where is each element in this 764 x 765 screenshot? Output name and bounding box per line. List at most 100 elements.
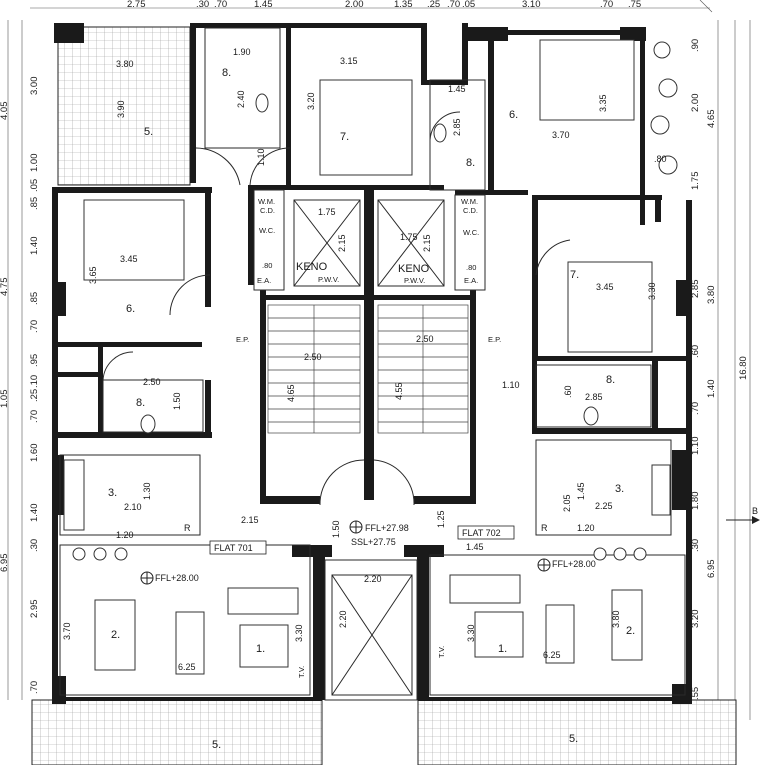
room-8-left-number: 8.: [136, 397, 145, 409]
wc-left: W.C.: [259, 226, 275, 235]
room-6-tr-height: 3.35: [598, 94, 608, 112]
room-2-left-number: 2.: [111, 629, 120, 641]
right-dim-3: 4.65: [706, 110, 717, 129]
room-8-left-width: 2.50: [143, 377, 161, 387]
room-1-right-number: 1.: [498, 643, 507, 655]
room-7-right-width: 3.45: [596, 282, 614, 292]
room-1-left-number: 1.: [256, 643, 265, 655]
partitions: [59, 27, 686, 701]
dimension-lines: [7, 0, 751, 720]
left-dim-4: .85: [29, 197, 40, 210]
lift-width: 2.20: [364, 574, 382, 584]
right-dim-15: 3.20: [690, 610, 701, 629]
left-dim-14: .70: [29, 410, 40, 423]
right-dim-11: 1.10: [690, 437, 701, 456]
room-8-tl-number: 8.: [222, 67, 231, 79]
top-dim-12: .75: [628, 0, 641, 10]
room-3-left-width: 2.10: [124, 502, 142, 512]
room-7-top-height: 3.20: [306, 92, 316, 110]
top-dim-3: .70: [214, 0, 227, 10]
bed-top-right-icon: [539, 39, 635, 121]
armchair-left-icon: [175, 611, 205, 675]
bed-right-icon: [567, 261, 653, 353]
d80-right: .80: [466, 263, 476, 272]
left-dim-19: 2.95: [29, 600, 40, 619]
left-dim-10: .95: [29, 354, 40, 367]
room-3-left-extra: 1.20: [116, 530, 134, 540]
left-dim-8: .85: [29, 292, 40, 305]
toilet-icon: [433, 123, 447, 143]
shaft-left-sub: P.W.V.: [318, 275, 339, 284]
balcony-bottom-right: [417, 699, 737, 765]
room-3-left-height: 1.30: [142, 482, 152, 500]
room-1-right-height: 3.30: [466, 624, 476, 642]
shaft-left-height: 2.15: [337, 234, 347, 252]
dining-table-left-icon: [94, 599, 136, 671]
room-3-right-height: 1.45: [576, 482, 586, 500]
shaft-right-label: KENO: [398, 263, 430, 275]
stair-right-height: 4.55: [394, 382, 404, 400]
stool-icon: [93, 547, 107, 561]
right-dim-10: .70: [690, 402, 701, 415]
right-dim-6: 3.80: [706, 286, 717, 305]
right-dim-13: .30: [690, 539, 701, 552]
room-1-right-area: 6.25: [543, 650, 561, 660]
top-dim-1: 2.75: [127, 0, 146, 10]
room-3-right-a: 2.05: [562, 494, 572, 512]
room-5-top-height: 3.90: [116, 100, 126, 118]
stair-right-width: 2.50: [416, 334, 434, 344]
right-dimensions: .90 2.00 4.65 1.75 2.85 3.80 16.80 .60 1…: [690, 39, 749, 700]
lobby-width: 2.15: [241, 515, 259, 525]
flat-702-label: FLAT 702: [462, 528, 501, 538]
right-dim-14: 6.95: [706, 560, 717, 579]
left-dim-17: .30: [29, 539, 40, 552]
top-dim-5: 2.00: [345, 0, 364, 10]
room-labels: 5. 3.80 3.90 1.90 2.40 8. 3.15 3.20 7. 1…: [62, 47, 667, 751]
room-8-tl-door-dim: 1.10: [256, 148, 266, 166]
cd-left: C.D.: [260, 206, 275, 215]
shaft-left-label: KENO: [296, 261, 328, 273]
bed-left-icon: [83, 199, 185, 281]
flat-701-label: FLAT 701: [214, 543, 253, 553]
right-dim-4: 1.75: [690, 172, 701, 191]
room-1-left-height: 3.30: [294, 624, 304, 642]
coffee-table-right-icon: [474, 611, 524, 658]
balcony-bottom-left: [31, 699, 323, 765]
top-dim-10: 3.10: [522, 0, 541, 10]
left-dim-3: 1.00: [29, 154, 40, 173]
wm-left: W.M.: [258, 197, 275, 206]
core-labels: 1.75 2.15 KENO P.W.V. 1.75 2.15 KENO P.W…: [236, 197, 520, 628]
shaft-left-width: 1.75: [318, 207, 336, 217]
room-6-left-height: 3.65: [88, 266, 98, 284]
room-1-left-area: 6.25: [178, 662, 196, 672]
right-80-dim: .80: [654, 154, 667, 164]
left-dim-7: 4.75: [0, 278, 10, 297]
lift-height: 2.20: [338, 610, 348, 628]
lobby-height: 1.50: [331, 520, 341, 538]
room-3-right-number: 3.: [615, 483, 624, 495]
level-markers: [140, 516, 760, 585]
left-dim-5: .05: [29, 179, 40, 192]
stool-icon: [613, 547, 627, 561]
left-dim-6: 1.40: [29, 237, 40, 256]
dining-table-right-icon: [611, 589, 643, 661]
d80-left: .80: [262, 261, 272, 270]
room-7-top-width: 3.15: [340, 56, 358, 66]
room-8-tl-height: 2.40: [236, 90, 246, 108]
top-dim-8: .70: [447, 0, 460, 10]
section-arrow-icon: [752, 516, 760, 524]
room-6-tr-number: 6.: [509, 109, 518, 121]
shaft-right-width: 1.75: [400, 232, 418, 242]
stool-icon: [114, 547, 128, 561]
room-6-left-number: 6.: [126, 303, 135, 315]
top-dim-7: .25: [427, 0, 440, 10]
room-2-right-number: 2.: [626, 625, 635, 637]
room-8-left-height: 1.50: [172, 392, 182, 410]
top-dim-9: .05: [462, 0, 475, 10]
room-8-tr-number: 8.: [466, 157, 475, 169]
balcony-right-number: 5.: [569, 733, 578, 745]
stool-icon: [633, 547, 647, 561]
walls: [52, 23, 692, 704]
room-8-tl-width: 1.90: [233, 47, 251, 57]
